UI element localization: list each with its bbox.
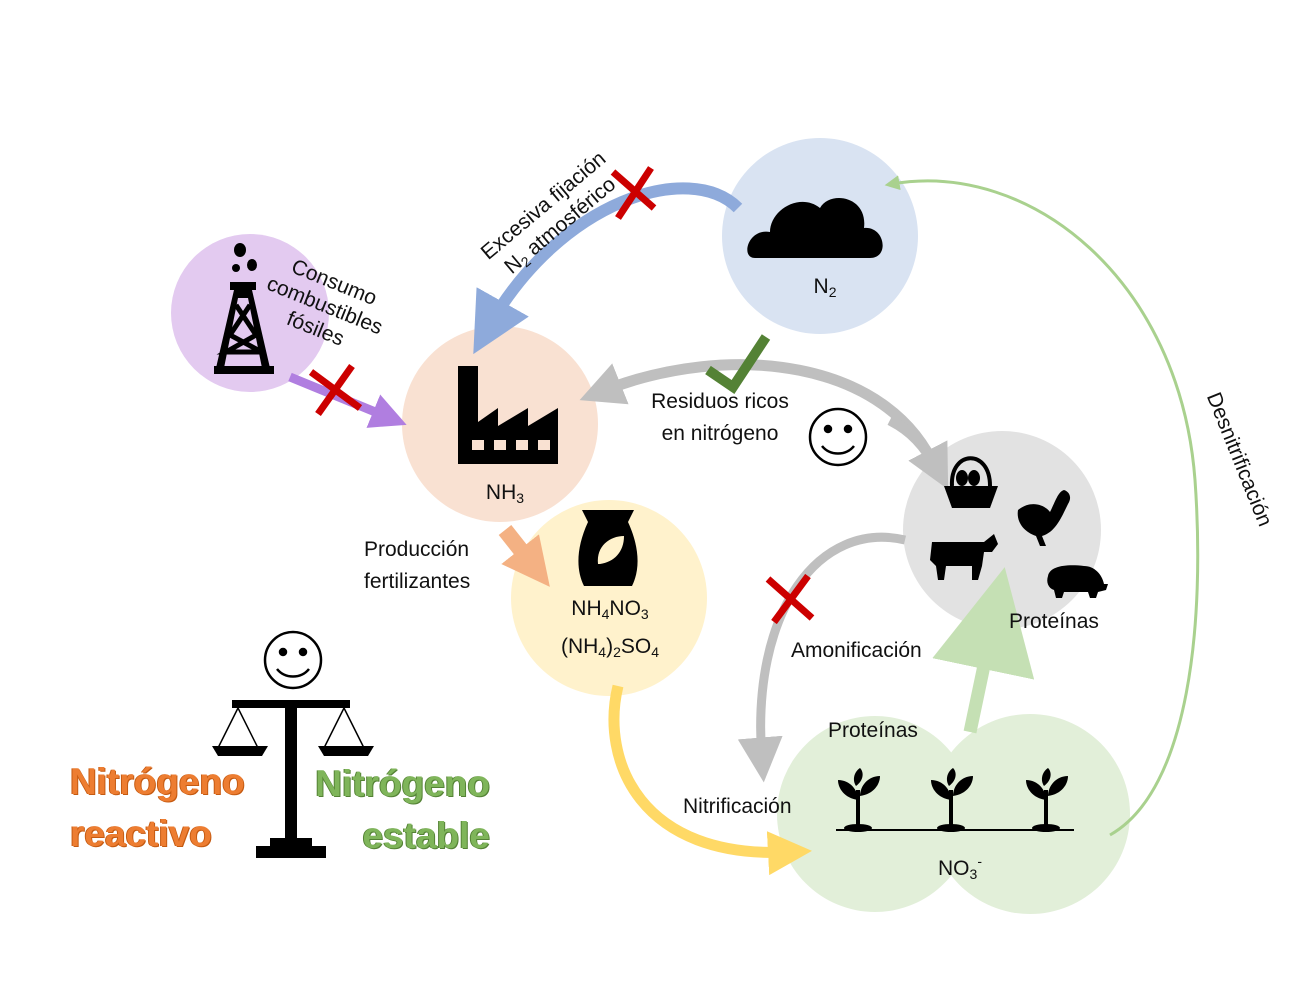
ammonification-label: Amonificación	[791, 639, 922, 662]
formula-part: NO	[609, 597, 641, 620]
nh3-symbol: NH	[485, 481, 517, 504]
reactive-nitrogen-line: reactivo	[70, 813, 212, 854]
residues-label-line: Residuos ricos	[651, 390, 789, 413]
smiley-icon	[808, 407, 868, 467]
no3-symbol: NO	[938, 857, 970, 880]
reactive-nitrogen-line: Nitrógeno	[70, 761, 245, 802]
plants-to-animals-arrow	[932, 567, 1035, 734]
residues-label-line: en nitrógeno	[661, 422, 779, 445]
factory-icon	[458, 366, 558, 464]
fertilizer-production-arrow	[498, 525, 550, 587]
residues-arrow-tip	[887, 415, 949, 490]
formula-part: (NH	[560, 635, 599, 658]
superscript: -	[977, 853, 982, 869]
red-cross-icon	[308, 363, 363, 417]
subscript: 4	[651, 644, 660, 660]
subscript: 3	[640, 606, 649, 622]
plants-node-left	[777, 716, 973, 912]
stable-nitrogen-line: Nitrógeno	[315, 763, 490, 804]
subscript: 2	[828, 284, 837, 300]
fossil-fuel-node	[171, 234, 329, 392]
smiley-icon	[263, 630, 323, 690]
fertilizer-bag-icon	[578, 510, 638, 586]
formula-part: )	[606, 635, 614, 658]
fertilizer-production-label-line: Producción	[364, 538, 470, 561]
subscript: 3	[516, 490, 525, 506]
pig-icon	[1047, 565, 1108, 598]
fertilizer-production-label-line: fertilizantes	[364, 570, 471, 593]
residues-label: Residuos ricos en nitrógeno	[630, 386, 810, 450]
subscript: 4	[601, 606, 610, 622]
nh3-label: NH3	[470, 478, 540, 513]
fixation-arrow	[473, 182, 743, 355]
proteins-animals-label: Proteínas	[1009, 610, 1099, 633]
nitrification-arrow	[608, 684, 812, 876]
formula-part: NH	[571, 597, 602, 620]
fertilizer-formula-2: (NH4)2SO4	[530, 632, 690, 667]
n2-symbol: N	[813, 275, 829, 298]
subscript: 3	[969, 866, 978, 882]
subscript: 4	[598, 644, 607, 660]
balance-scale-icon	[212, 700, 374, 858]
nh3-node	[402, 326, 598, 522]
fertilizer-formula-1: NH4NO3	[545, 594, 675, 629]
stable-nitrogen-line: estable	[362, 815, 490, 856]
formula-part: SO	[620, 635, 652, 658]
stable-nitrogen-label: Nitrógeno estable	[312, 758, 490, 862]
oil-rig-icon	[214, 243, 274, 374]
green-check-icon	[705, 334, 771, 394]
no3-label: NO3-	[920, 846, 1000, 889]
n2-label: N2	[790, 272, 860, 307]
chicken-icon	[1017, 490, 1071, 546]
red-cross-icon	[610, 166, 657, 220]
fertilizer-production-label: Producción fertilizantes	[364, 534, 470, 598]
subscript: 2	[613, 644, 621, 660]
egg-basket-icon	[944, 456, 998, 508]
red-cross-icon	[765, 573, 815, 625]
cloud-icon	[747, 197, 883, 258]
reactive-nitrogen-label: Nitrógeno reactivo	[70, 756, 245, 860]
fertilizer-node	[511, 500, 707, 696]
plants-node-right	[930, 714, 1130, 914]
denitrification-arrow	[884, 175, 1200, 837]
proteins-plants-label: Proteínas	[828, 719, 918, 742]
nitrification-label: Nitrificación	[683, 795, 792, 818]
cow-icon	[930, 534, 998, 580]
